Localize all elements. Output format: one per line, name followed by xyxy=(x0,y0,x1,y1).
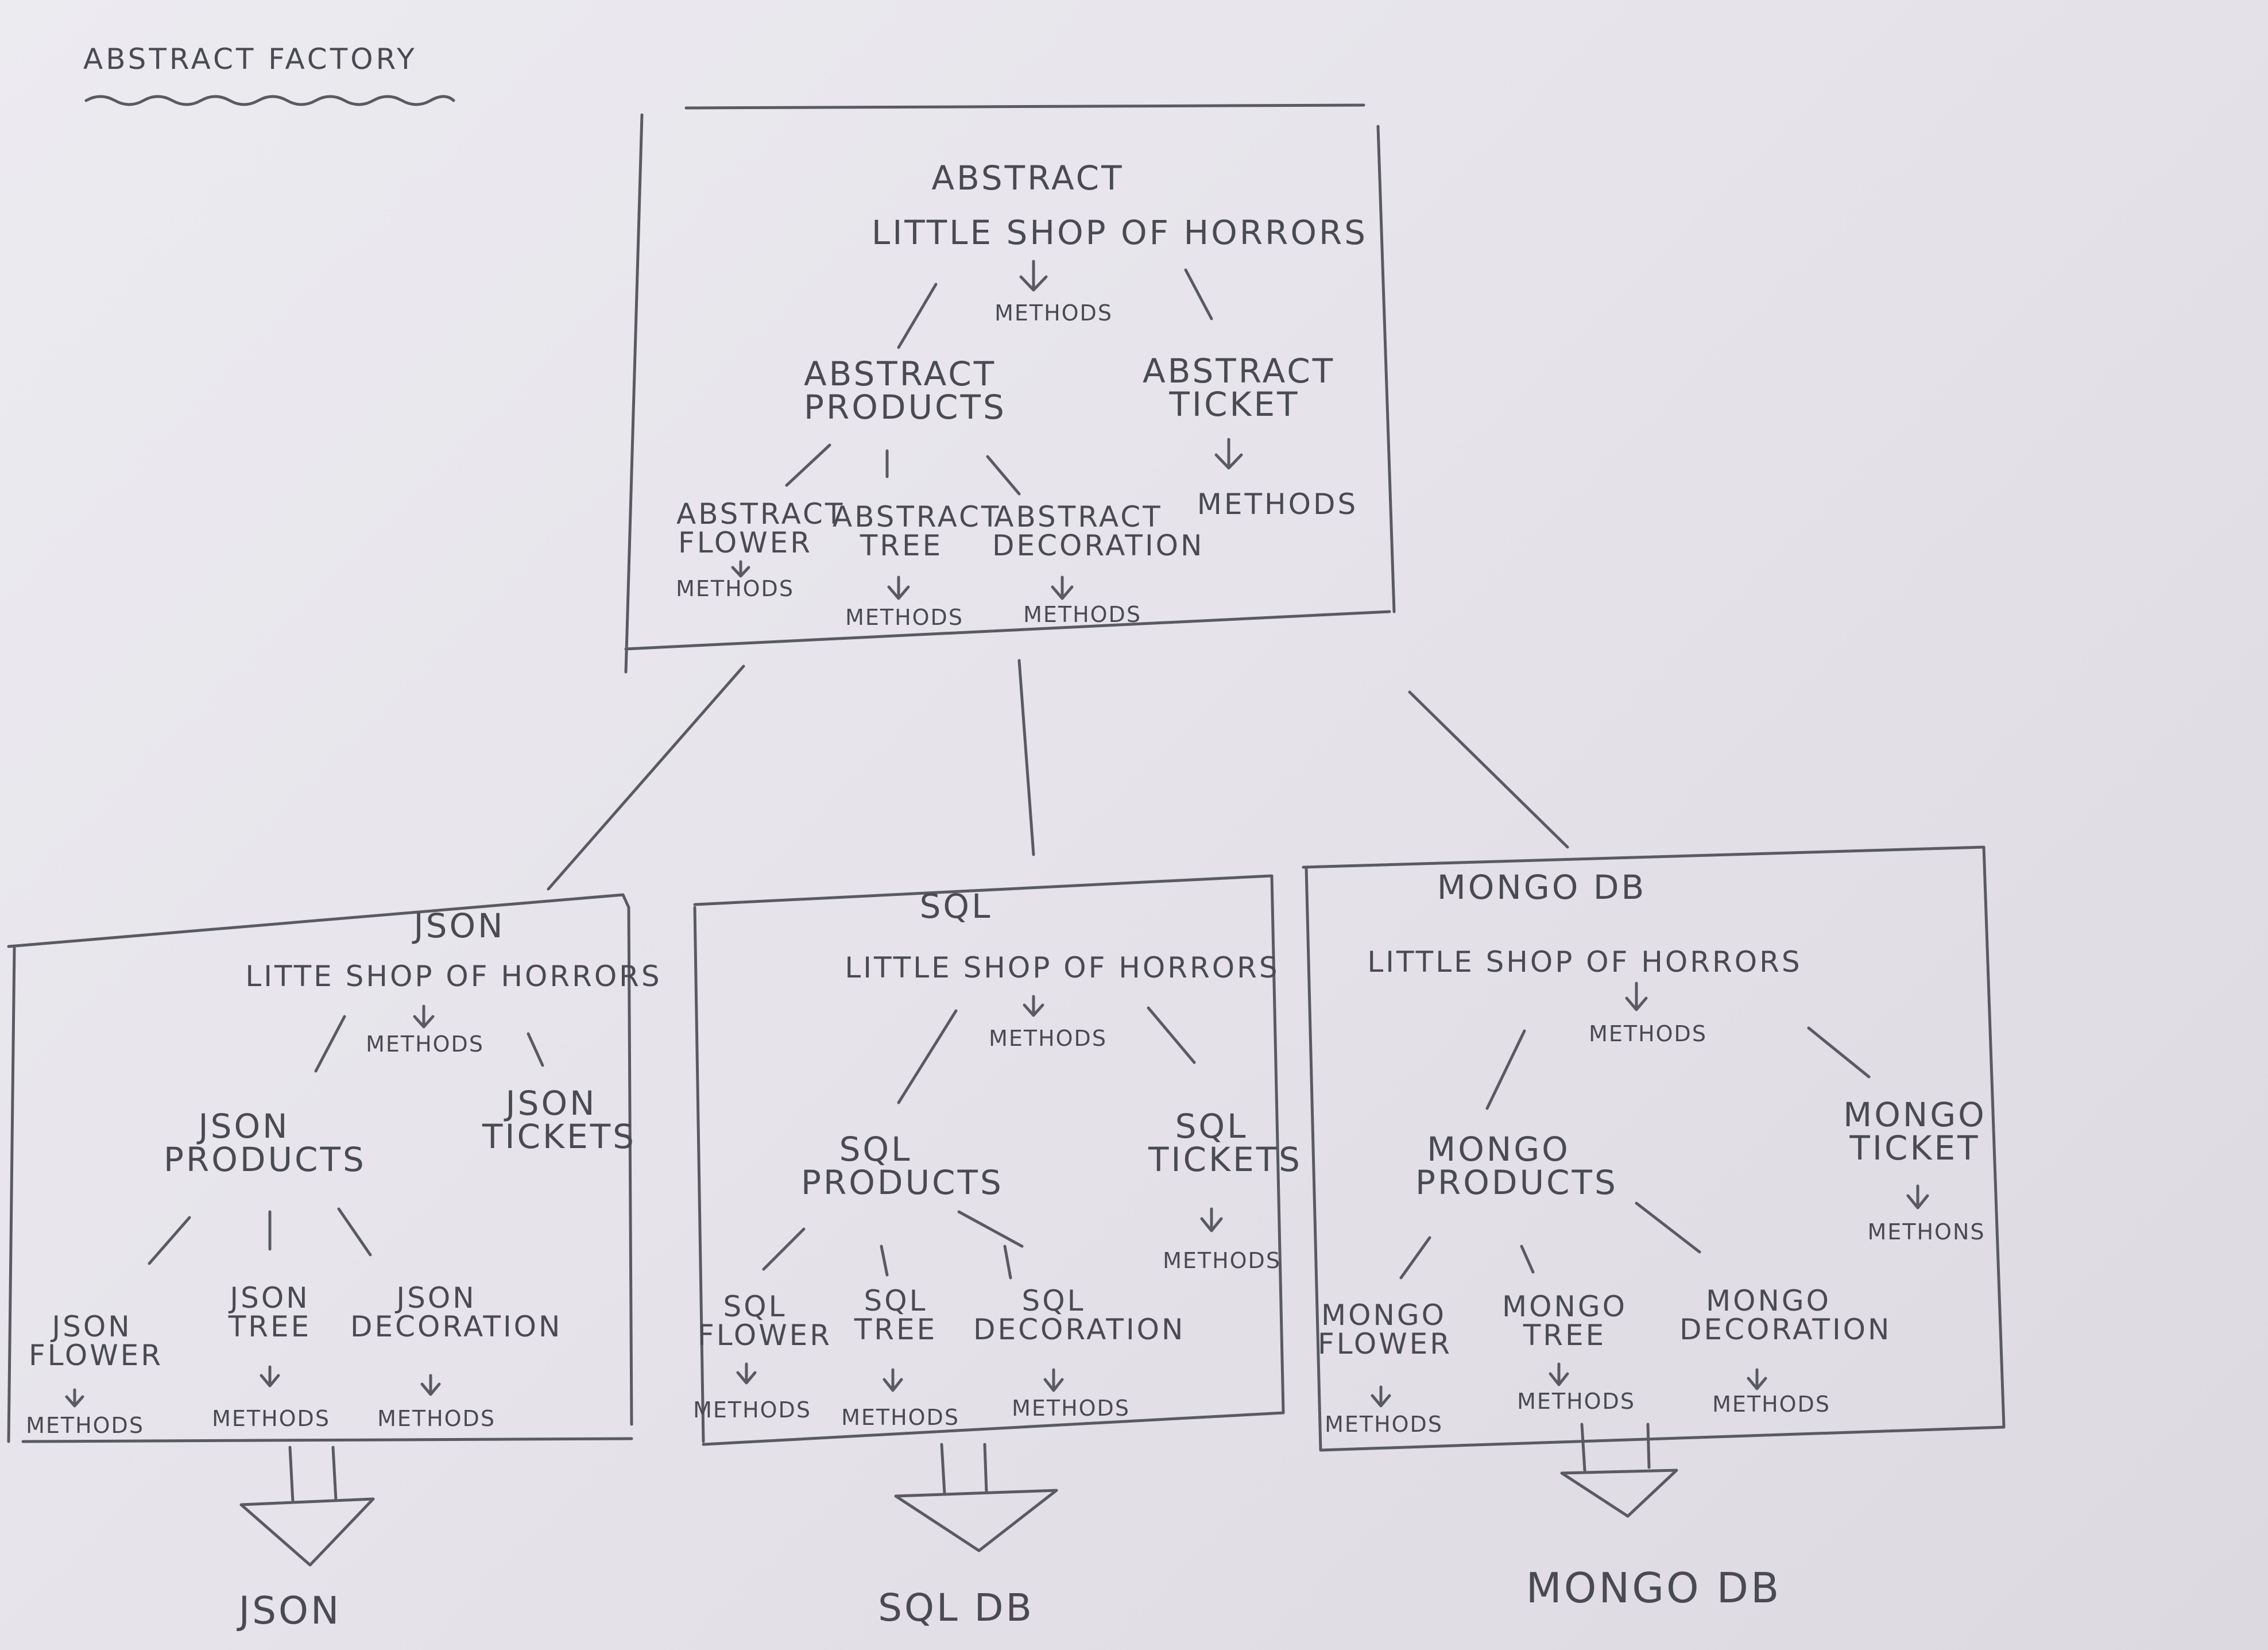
mongo-shop-title: LITTLE SHOP OF HORRORS xyxy=(1367,945,1802,979)
json-tree: JSON TREE xyxy=(228,1281,312,1343)
mongo-db-label: MONGO DB xyxy=(1526,1564,1782,1612)
json-db-arrow xyxy=(239,1446,375,1567)
json-db-label: JSON xyxy=(238,1589,342,1633)
mongo-decoration-methods: METHODS xyxy=(1712,1392,1830,1417)
mongo-tree: MONGO TREE xyxy=(1502,1290,1627,1352)
page-title: ABSTRACT FACTORY xyxy=(83,42,417,76)
abstract-decoration: ABSTRACT DECORATION xyxy=(992,500,1205,562)
json-decoration: JSON DECORATION xyxy=(350,1281,563,1343)
sql-db-label: SQL DB xyxy=(878,1586,1034,1630)
sql-tree: SQL TREE xyxy=(854,1284,938,1346)
sql-ticket-methods: METHODS xyxy=(1163,1248,1281,1273)
mongo-tree-methods: METHODS xyxy=(1517,1389,1635,1414)
sql-products: SQL PRODUCTS xyxy=(801,1130,1004,1202)
abstract-tree-methods: METHODS xyxy=(845,605,963,630)
abstract-decoration-methods: METHODS xyxy=(1023,602,1141,627)
mongo-flower-methods: METHODS xyxy=(1325,1412,1443,1437)
json-shop-title: LITTE SHOP OF HORRORS xyxy=(245,960,662,993)
sql-decoration-methods: METHODS xyxy=(1012,1396,1130,1421)
sql-decoration: SQL DECORATION xyxy=(973,1284,1186,1346)
mongo-ticket: MONGO TICKET xyxy=(1843,1095,1987,1168)
json-shop-methods: METHODS xyxy=(366,1031,484,1057)
abstract-ticket-methods: METHODS xyxy=(1197,488,1359,521)
abstract-ticket: ABSTRACT TICKET xyxy=(1143,351,1336,424)
json-box xyxy=(7,893,633,1443)
json-flower: JSON FLOWER xyxy=(29,1310,163,1372)
sql-db-arrow xyxy=(894,1443,1058,1552)
connector-json xyxy=(547,664,745,891)
sql-flower: SQL FLOWER xyxy=(698,1290,832,1352)
connector-mongo xyxy=(1408,690,1569,849)
json-tickets: JSON TICKETS xyxy=(482,1084,636,1156)
json-products: JSON PRODUCTS xyxy=(164,1107,366,1179)
abstract-flower-methods: METHODS xyxy=(676,576,794,601)
mongo-heading: MONGO DB xyxy=(1437,868,1647,907)
sql-flower-methods: METHODS xyxy=(693,1397,811,1423)
sql-shop-title: LITTLE SHOP OF HORRORS xyxy=(845,951,1280,984)
abstract-products: ABSTRACT PRODUCTS xyxy=(804,354,1007,427)
json-flower-methods: METHODS xyxy=(26,1413,144,1438)
json-heading: JSON xyxy=(413,906,505,945)
abstract-flower: ABSTRACT FLOWER xyxy=(676,497,845,559)
json-tree-methods: METHODS xyxy=(212,1406,330,1431)
mongo-shop-methods: METHODS xyxy=(1589,1021,1707,1046)
mongo-db-arrow xyxy=(1560,1423,1678,1518)
abstract-heading: ABSTRACT xyxy=(931,159,1124,198)
sql-shop-methods: METHODS xyxy=(989,1026,1107,1051)
mongo-ticket-methods: METHONS xyxy=(1867,1219,1986,1245)
abstract-shop-title: LITTLE SHOP OF HORRORS xyxy=(871,213,1368,252)
abstract-shop-methods: METHODS xyxy=(994,300,1113,326)
abstract-box xyxy=(624,103,1396,674)
title-underline xyxy=(84,95,455,106)
sql-tickets: SQL TICKETS xyxy=(1148,1107,1302,1179)
mongo-flower: MONGO FLOWER xyxy=(1318,1299,1452,1361)
mongo-box xyxy=(1302,845,2006,1452)
connector-sql xyxy=(1017,659,1035,856)
sql-heading: SQL xyxy=(919,887,993,926)
sql-tree-methods: METHODS xyxy=(841,1405,959,1430)
mongo-decoration: MONGO DECORATION xyxy=(1679,1284,1892,1346)
sql-box xyxy=(693,874,1285,1446)
json-decoration-methods: METHODS xyxy=(377,1406,496,1431)
abstract-tree: ABSTRACT TREE xyxy=(833,500,1001,562)
mongo-products: MONGO PRODUCTS xyxy=(1415,1130,1618,1202)
